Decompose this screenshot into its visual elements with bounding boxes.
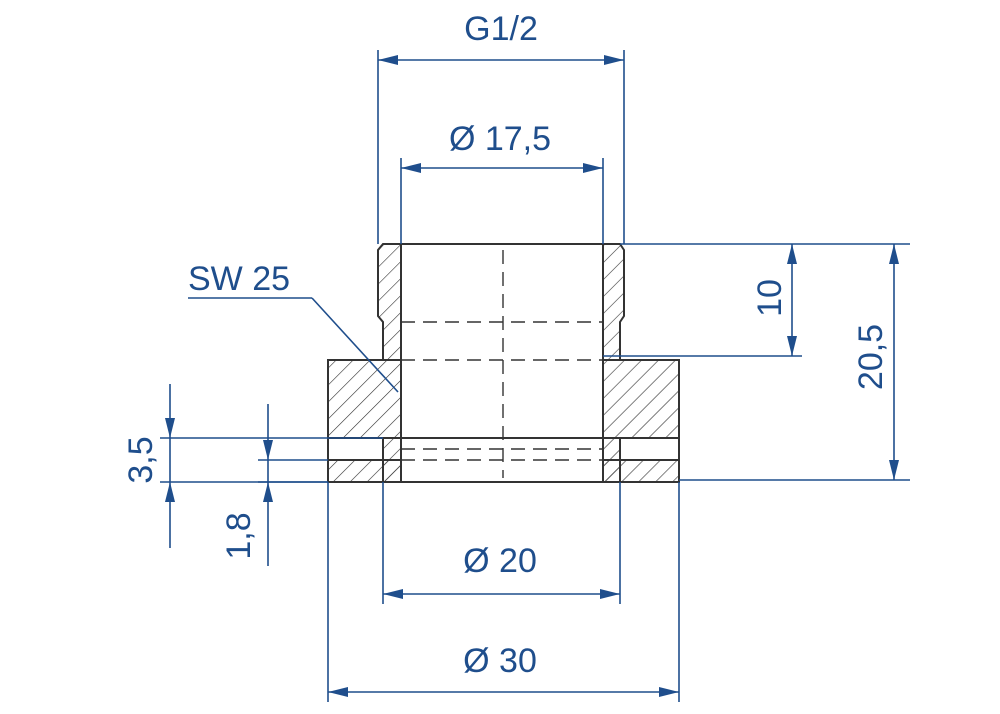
wrench-size-label: SW 25	[188, 260, 290, 298]
left-hex-wall	[327, 359, 402, 439]
groove-height-label: 1,8	[220, 512, 258, 559]
inner-diameter-label: Ø 17,5	[449, 120, 551, 158]
left-thread-wall	[377, 243, 402, 361]
thread-label: G1/2	[464, 10, 538, 48]
flange-height-label: 3,5	[122, 436, 160, 483]
left-inner-sleeve	[382, 437, 402, 483]
part-section	[327, 243, 680, 483]
right-thread-wall	[602, 243, 625, 361]
right-hex-wall	[602, 359, 680, 439]
bore-diameter-label: Ø 20	[463, 542, 537, 580]
right-inner-sleeve	[602, 437, 621, 483]
dimensions: G1/2 Ø 17,5 SW 25 10 20,5 3,5	[122, 10, 910, 702]
total-height-label: 20,5	[852, 324, 890, 390]
thread-length-label: 10	[751, 279, 789, 317]
outer-diameter-label: Ø 30	[463, 642, 537, 680]
